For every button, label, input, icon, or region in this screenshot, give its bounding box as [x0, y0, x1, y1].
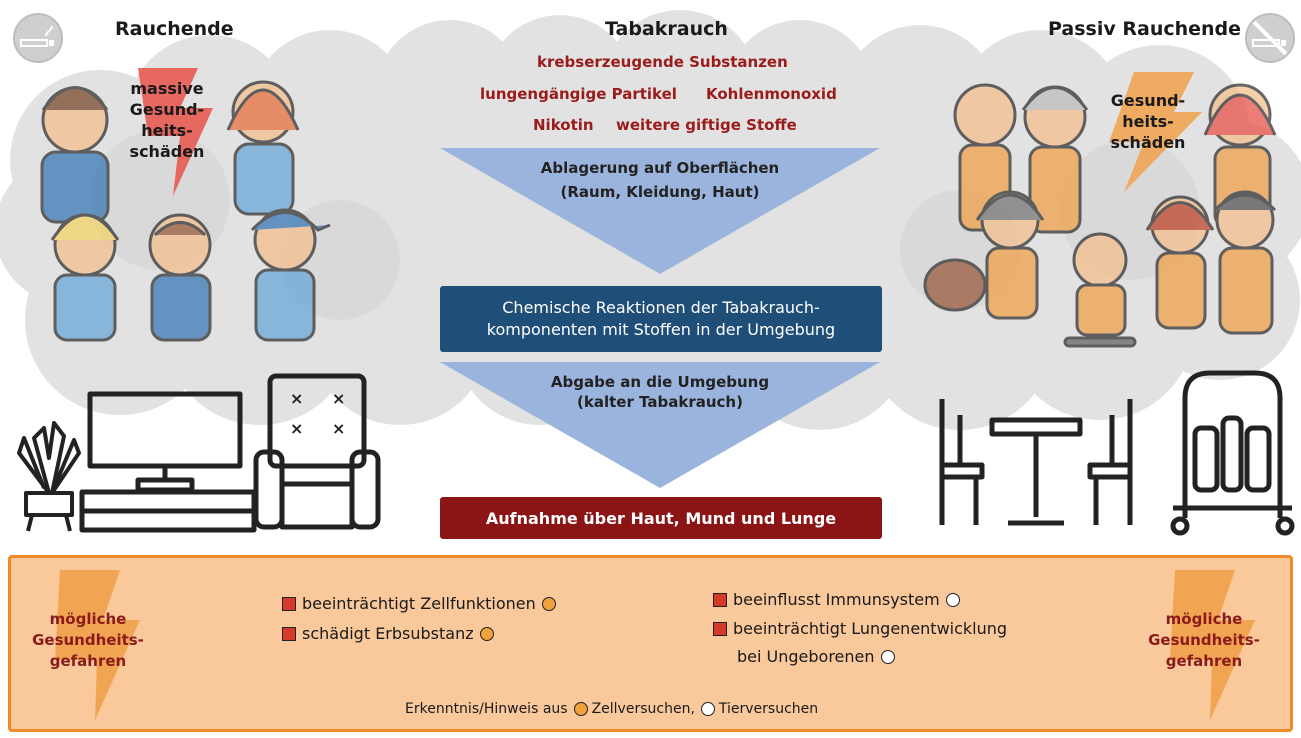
- effect-cell-function: beeinträchtigt Zellfunktionen: [282, 594, 556, 613]
- reaction-box: Chemische Reaktionen der Tabakrauch- kom…: [440, 286, 882, 352]
- smokers-header: Rauchende: [115, 18, 234, 40]
- left-damage-l2: Gesund-: [129, 100, 205, 119]
- effect-marker: [282, 596, 296, 611]
- left-damage-label: massive Gesund- heits- schäden: [122, 78, 212, 162]
- left-damage-l3: heits-: [141, 121, 193, 140]
- smoke-cloud: [0, 10, 1301, 430]
- smoke-header: Tabakrauch: [605, 18, 728, 40]
- right-damage-l3: schäden: [1110, 133, 1186, 152]
- release-label: Abgabe an die Umgebung (kalter Tabakrauc…: [470, 372, 850, 412]
- passive-group: [923, 83, 1277, 348]
- left-damage-l1: massive: [130, 79, 204, 98]
- effect-immune: beeinflusst Immunsystem: [713, 590, 960, 609]
- left-risk-lightning: [55, 570, 140, 720]
- legend: Erkenntnis/Hinweis aus Zellversuchen, Ti…: [405, 701, 818, 717]
- effect-text: beeinflusst Immunsystem: [733, 590, 940, 609]
- left-risk-l2: Gesundheits-: [32, 631, 144, 649]
- substance-nicotine: Nikotin: [533, 116, 594, 134]
- substance-carcinogens: krebserzeugende Substanzen: [537, 53, 788, 71]
- smokers-group: [40, 80, 331, 342]
- effect-text: beeinträchtigt Zellfunktionen: [302, 594, 536, 613]
- uptake-label: Aufnahme über Haut, Mund und Lunge: [485, 508, 837, 528]
- release-line1: Abgabe an die Umgebung: [550, 373, 770, 391]
- effect-lung: beeinträchtigt Lungenentwicklung: [713, 619, 1007, 638]
- effect-text: bei Ungeborenen: [737, 647, 875, 666]
- deposit-triangle: [440, 148, 880, 274]
- passive-header: Passiv Rauchende: [1048, 18, 1242, 40]
- right-damage-l1: Gesund-: [1110, 91, 1186, 110]
- svg-text:×: ×: [332, 389, 345, 408]
- substance-particles: lungengängige Partikel: [480, 85, 677, 103]
- release-line2: (kalter Tabakrauch): [577, 393, 743, 411]
- substance-other: weitere giftige Stoffe: [616, 116, 797, 134]
- release-triangle: [440, 362, 880, 488]
- svg-text:×: ×: [332, 419, 345, 438]
- substance-co: Kohlenmonoxid: [706, 85, 837, 103]
- cart-icon: [1170, 370, 1295, 536]
- left-damage-l4: schäden: [129, 142, 205, 161]
- right-damage-l2: heits-: [1122, 112, 1174, 131]
- animal-study-icon: [945, 592, 960, 607]
- tv-icon: [79, 391, 257, 533]
- right-risk-label: mögliche Gesundheits- gefahren: [1144, 609, 1264, 672]
- left-risk-label: mögliche Gesundheits- gefahren: [28, 609, 148, 672]
- smoking-icon: [13, 13, 63, 63]
- left-lightning: [138, 68, 213, 196]
- effect-genetic: schädigt Erbsubstanz: [282, 624, 494, 643]
- right-risk-lightning: [1170, 570, 1255, 720]
- deposit-line2: (Raum, Kleidung, Haut): [560, 183, 760, 201]
- legend-cell: Zellversuchen,: [591, 701, 695, 717]
- reaction-line1: Chemische Reaktionen der Tabakrauch-: [502, 298, 820, 317]
- effect-text: beeinträchtigt Lungenentwicklung: [733, 619, 1008, 638]
- right-damage-label: Gesund- heits- schäden: [1108, 90, 1188, 153]
- effect-text: schädigt Erbsubstanz: [302, 624, 474, 643]
- legend-animal: Tierversuchen: [718, 701, 819, 717]
- left-risk-l1: mögliche: [49, 610, 127, 628]
- right-risk-l1: mögliche: [1165, 610, 1243, 628]
- deposit-label: Ablagerung auf Oberflächen (Raum, Kleidu…: [470, 158, 850, 202]
- left-risk-l3: gefahren: [49, 652, 127, 670]
- animal-study-icon: [700, 702, 715, 716]
- cell-study-icon: [479, 626, 494, 641]
- svg-text:×: ×: [290, 389, 303, 408]
- right-lightning: [1109, 72, 1202, 192]
- no-smoking-icon: [1245, 13, 1295, 63]
- right-risk-l3: gefahren: [1165, 652, 1243, 670]
- uptake-box: Aufnahme über Haut, Mund und Lunge: [440, 497, 882, 539]
- armchair-icon: × × × ×: [253, 373, 381, 530]
- deposit-line1: Ablagerung auf Oberflächen: [540, 159, 780, 177]
- effect-lung-unborn: bei Ungeborenen: [737, 647, 895, 666]
- effect-marker: [713, 621, 727, 636]
- right-risk-l2: Gesundheits-: [1148, 631, 1260, 649]
- cell-study-icon: [573, 702, 588, 716]
- svg-text:×: ×: [290, 419, 303, 438]
- effect-marker: [713, 592, 727, 607]
- legend-prefix: Erkenntnis/Hinweis aus: [405, 701, 568, 717]
- table-chairs-icon: [939, 399, 1133, 526]
- risk-panel: [8, 555, 1293, 732]
- cell-study-icon: [541, 596, 556, 611]
- plant-icon: [17, 421, 81, 532]
- animal-study-icon: [880, 649, 895, 664]
- reaction-line2: komponenten mit Stoffen in der Umgebung: [486, 320, 836, 339]
- effect-marker: [282, 626, 296, 641]
